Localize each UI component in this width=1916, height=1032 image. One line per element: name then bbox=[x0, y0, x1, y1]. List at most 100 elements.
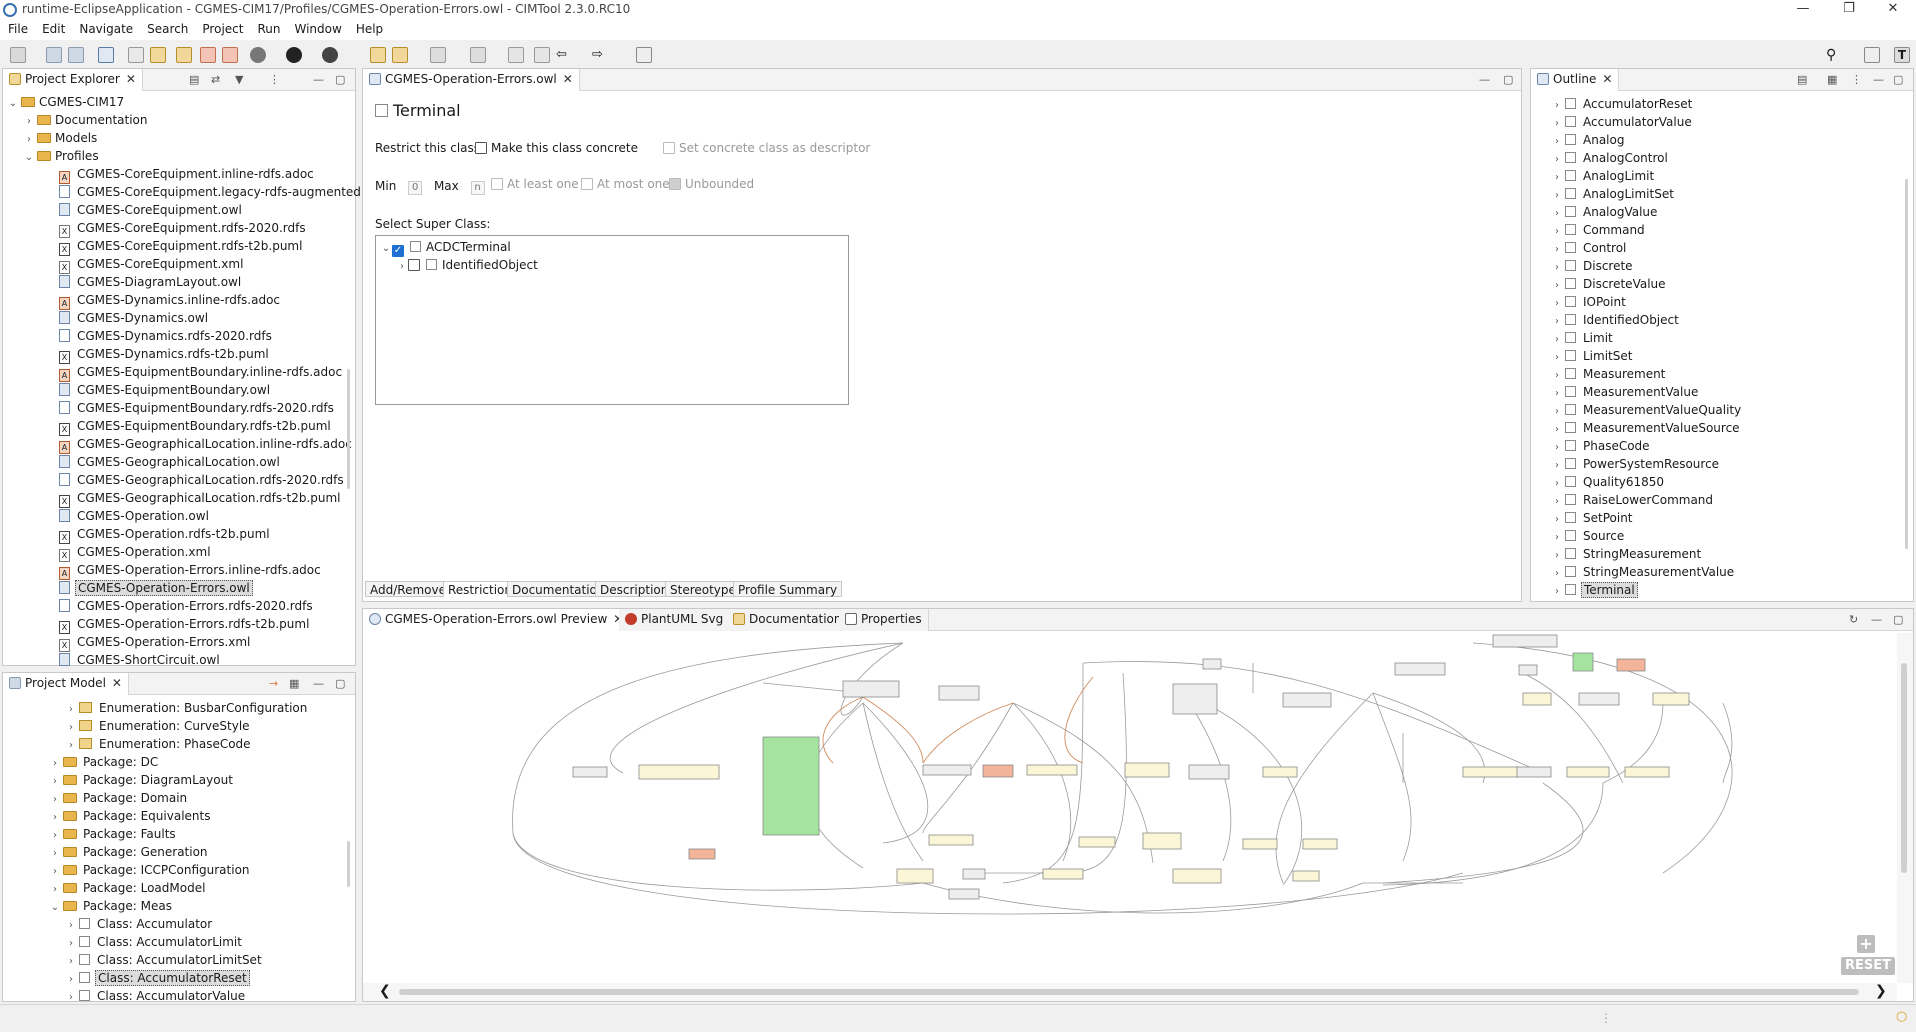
model-item[interactable]: ›Enumeration: CurveStyle bbox=[65, 717, 252, 735]
chevron-right-icon[interactable]: › bbox=[69, 704, 73, 715]
chevron-right-icon[interactable]: › bbox=[53, 812, 57, 823]
bottom-tab-description[interactable]: Description bbox=[595, 581, 674, 597]
at-least-one-checkbox[interactable]: At least one bbox=[491, 177, 579, 191]
minimize-view-icon[interactable]: — bbox=[1871, 613, 1882, 626]
unbounded-checkbox[interactable]: Unbounded bbox=[669, 177, 754, 191]
tab-properties[interactable]: Properties bbox=[839, 609, 929, 631]
outline-item[interactable]: ›AccumulatorReset bbox=[1551, 95, 1694, 113]
forward-icon[interactable]: ⇨ bbox=[592, 47, 603, 62]
collapse-all-icon[interactable]: ▤ bbox=[189, 73, 200, 86]
reset-button[interactable]: RESET bbox=[1841, 957, 1895, 975]
model-item[interactable]: ›Package: LoadModel bbox=[49, 879, 207, 897]
chevron-right-icon[interactable]: › bbox=[1555, 280, 1559, 291]
outline-item[interactable]: ›StringMeasurementValue bbox=[1551, 563, 1736, 581]
link-editor-icon[interactable]: ⇄ bbox=[211, 73, 221, 86]
chevron-right-icon[interactable]: › bbox=[53, 776, 57, 787]
file-item[interactable]: CGMES-ShortCircuit.owl bbox=[55, 651, 222, 669]
outline-item[interactable]: ›IOPoint bbox=[1551, 293, 1628, 311]
chevron-right-icon[interactable]: › bbox=[69, 740, 73, 751]
tree-root[interactable]: ⌄CGMES-CIM17 bbox=[7, 93, 124, 111]
model-item[interactable]: ›Enumeration: PhaseCode bbox=[65, 735, 253, 753]
outline-item[interactable]: ›AnalogValue bbox=[1551, 203, 1659, 221]
min-field[interactable]: 0 bbox=[408, 181, 423, 195]
chevron-right-icon[interactable]: › bbox=[1555, 154, 1559, 165]
save-all-icon[interactable] bbox=[68, 47, 84, 63]
outline-item[interactable]: ›Terminal bbox=[1551, 581, 1638, 599]
preview-vscroll[interactable] bbox=[1897, 633, 1913, 983]
chevron-down-icon[interactable]: ⌄ bbox=[8, 98, 18, 109]
terminal-icon[interactable] bbox=[98, 47, 114, 63]
run-icon[interactable] bbox=[286, 47, 302, 63]
menu-window[interactable]: Window bbox=[294, 22, 342, 36]
chevron-right-icon[interactable]: › bbox=[1555, 388, 1559, 399]
model-item[interactable]: ›Package: ICCPConfiguration bbox=[49, 861, 252, 879]
external-tools-icon[interactable] bbox=[322, 47, 338, 63]
menu-help[interactable]: Help bbox=[355, 22, 384, 36]
tab-project-model[interactable]: Project Model✕ bbox=[3, 673, 129, 695]
chevron-right-icon[interactable]: › bbox=[69, 974, 73, 985]
outline-item[interactable]: ›MeasurementValueQuality bbox=[1551, 401, 1743, 419]
super-class-checkbox[interactable]: ✓ bbox=[392, 245, 404, 257]
annotation-next-icon[interactable] bbox=[430, 47, 446, 63]
bottom-tab-stereotypes[interactable]: Stereotypes bbox=[665, 581, 748, 597]
view-menu-icon[interactable]: ⋮ bbox=[269, 73, 280, 86]
minimize-view-icon[interactable]: — bbox=[313, 73, 324, 86]
chevron-right-icon[interactable]: › bbox=[1555, 550, 1559, 561]
file-item[interactable]: CGMES-GeographicalLocation.rdfs-2020.rdf… bbox=[55, 471, 346, 489]
chevron-right-icon[interactable]: › bbox=[1555, 136, 1559, 147]
refresh-icon[interactable]: ↻ bbox=[1849, 613, 1859, 626]
tab-project-explorer[interactable]: Project Explorer✕ bbox=[3, 69, 143, 91]
scroll-right-icon[interactable]: ❯ bbox=[1875, 983, 1887, 999]
close-icon[interactable]: ✕ bbox=[125, 72, 136, 86]
wand-icon[interactable] bbox=[392, 47, 408, 63]
bottom-tab-restriction[interactable]: Restriction bbox=[443, 581, 517, 597]
chevron-down-icon[interactable]: ⌄ bbox=[381, 243, 391, 254]
chevron-right-icon[interactable]: › bbox=[27, 116, 31, 127]
open-perspective-icon[interactable] bbox=[1864, 47, 1880, 63]
chevron-right-icon[interactable]: › bbox=[1555, 478, 1559, 489]
link-icon[interactable] bbox=[200, 47, 216, 63]
max-field[interactable]: n bbox=[470, 181, 485, 195]
chevron-right-icon[interactable]: › bbox=[1555, 172, 1559, 183]
super-class-row[interactable]: ›IdentifiedObject bbox=[396, 256, 538, 274]
outline-item[interactable]: ›AnalogLimit bbox=[1551, 167, 1656, 185]
save-icon[interactable] bbox=[46, 47, 62, 63]
chevron-right-icon[interactable]: › bbox=[1555, 118, 1559, 129]
filter-icon[interactable]: ▼ bbox=[235, 73, 244, 86]
outline-item[interactable]: ›PowerSystemResource bbox=[1551, 455, 1721, 473]
model-item[interactable]: ›Class: Accumulator bbox=[65, 915, 214, 933]
back-icon[interactable]: ⇦ bbox=[556, 47, 567, 62]
outline-item[interactable]: ›Control bbox=[1551, 239, 1628, 257]
preview-hscroll[interactable]: ❮ ❯ bbox=[363, 983, 1897, 1001]
file-item[interactable]: CGMES-EquipmentBoundary.rdfs-2020.rdfs bbox=[55, 399, 336, 417]
maximize-view-icon[interactable]: ▢ bbox=[335, 677, 346, 690]
chevron-right-icon[interactable]: › bbox=[1555, 460, 1559, 471]
chevron-right-icon[interactable]: › bbox=[1555, 100, 1559, 111]
outline-scrollbar[interactable] bbox=[1905, 179, 1908, 549]
bottom-tab-documentation[interactable]: Documentation bbox=[507, 581, 610, 597]
minimize-view-icon[interactable]: — bbox=[1479, 73, 1490, 86]
outline-filter-icon[interactable]: ▦ bbox=[1827, 73, 1838, 86]
chevron-right-icon[interactable]: › bbox=[1555, 496, 1559, 507]
outline-item[interactable]: ›PhaseCode bbox=[1551, 437, 1652, 455]
chevron-right-icon[interactable]: › bbox=[53, 830, 57, 841]
tab-preview[interactable]: CGMES-Operation-Errors.owl Preview✕ bbox=[363, 609, 631, 631]
chevron-right-icon[interactable]: › bbox=[1555, 226, 1559, 237]
close-window-icon[interactable]: ✕ bbox=[1887, 1, 1899, 16]
chevron-down-icon[interactable]: ⌄ bbox=[24, 152, 34, 163]
zoom-in-button[interactable]: + bbox=[1857, 935, 1875, 953]
file-item[interactable]: CGMES-Operation-Errors.owl bbox=[55, 579, 253, 597]
make-concrete-checkbox[interactable]: Make this class concrete bbox=[475, 141, 638, 155]
chevron-right-icon[interactable]: › bbox=[69, 722, 73, 733]
chevron-right-icon[interactable]: › bbox=[69, 956, 73, 967]
lightbulb-icon[interactable]: ○ bbox=[1896, 1009, 1908, 1024]
tree-folder[interactable]: ›Documentation bbox=[23, 111, 148, 129]
chevron-right-icon[interactable]: › bbox=[69, 992, 73, 1003]
perspective-icon[interactable]: T bbox=[1894, 47, 1910, 63]
